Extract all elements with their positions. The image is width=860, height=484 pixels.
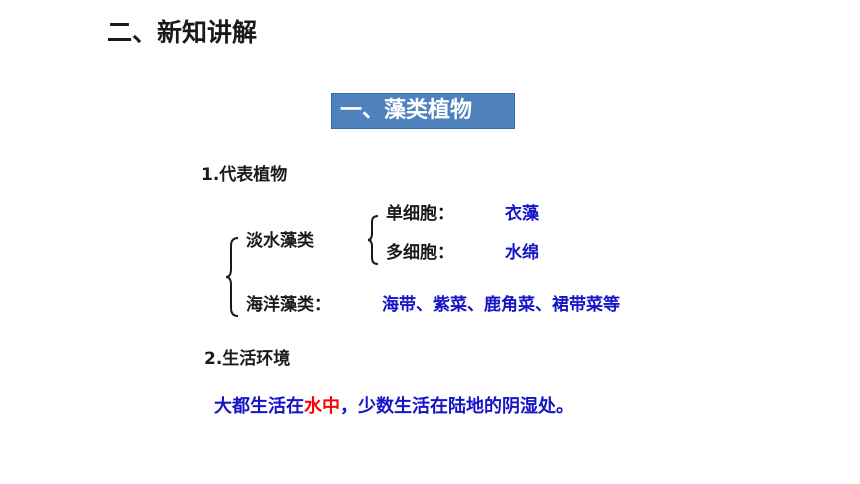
summary-text-start: 大都生活在 [214, 396, 304, 417]
unicellular-example: 衣藻 [505, 204, 539, 224]
representative-plants-heading: 1.代表植物 [201, 165, 288, 185]
marine-algae-examples: 海带、紫菜、鹿角菜、裙带菜等 [382, 295, 620, 315]
multicellular-example: 水绵 [505, 243, 539, 263]
inner-brace-icon [367, 215, 379, 265]
summary-text-end: ，少数生活在陆地的阴湿处。 [340, 396, 574, 417]
multicellular-label: 多细胞： [386, 243, 454, 263]
habitat-heading: 2.生活环境 [204, 349, 291, 369]
freshwater-algae-label: 淡水藻类 [246, 231, 314, 251]
unicellular-label: 单细胞： [386, 204, 454, 224]
topic-label: 一、藻类植物 [340, 98, 473, 123]
summary-highlight: 水中 [304, 396, 340, 417]
section-title: 二、新知讲解 [107, 18, 258, 47]
marine-algae-label: 海洋藻类： [246, 295, 331, 315]
outer-brace-icon [225, 237, 239, 317]
topic-box [331, 93, 515, 129]
habitat-summary: 大都生活在水中，少数生活在陆地的阴湿处。 [214, 398, 574, 416]
